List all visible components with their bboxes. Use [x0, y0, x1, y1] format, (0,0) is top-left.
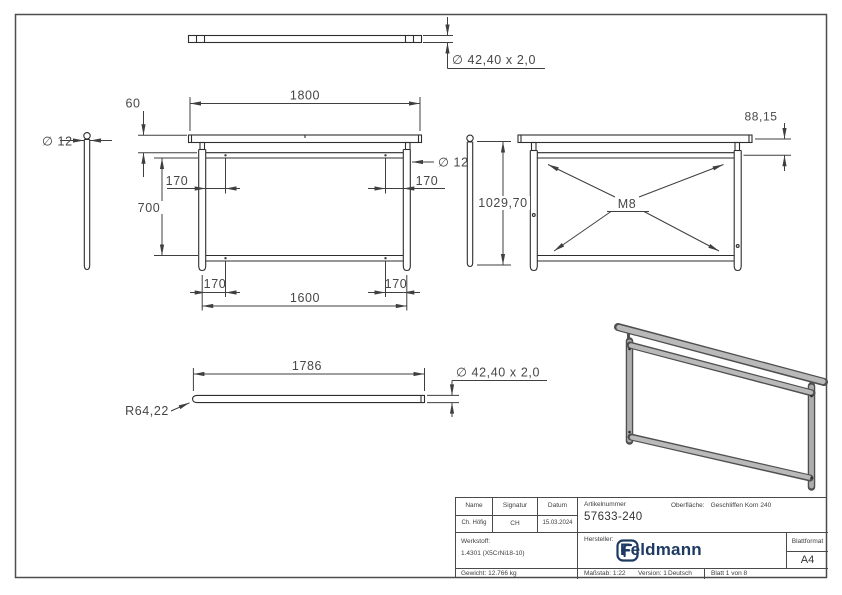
manufacturer-label: Hersteller: [584, 536, 614, 543]
handrail-bottom-view: 1786 ∅ 42,40 x 2,0 R64,22 [125, 359, 547, 418]
version-label: Version: 1 [638, 569, 667, 577]
article-cell: Artikelnummer 57633-240 Oberfläche: Gesc… [578, 498, 828, 533]
single-post-view: ∅ 12 [42, 132, 112, 271]
title-col-name: Name [456, 498, 493, 516]
scale-label: Maßstab: 1:22 [584, 569, 626, 577]
dim-inset-top-left: 170 [166, 174, 189, 188]
title-author-signature: CH [493, 516, 538, 533]
top-view: ∅ 42,40 x 2,0 [187, 17, 545, 69]
surface-value: Geschliffen Korn 240 [710, 502, 772, 509]
title-col-signature: Signatur [493, 498, 538, 516]
dim-front-offset: 60 [125, 97, 140, 111]
dim-front-post-diameter: ∅ 12 [438, 156, 469, 170]
dim-front-width: 1800 [290, 89, 320, 103]
article-label: Artikelnummer [584, 501, 626, 508]
format-cell: Blattformat A4 [786, 533, 828, 569]
front-view: 1800 60 ∅ 12 170 170 700 170 [125, 89, 468, 311]
dim-top-tube-diameter: ∅ 42,40 x 2,0 [452, 53, 536, 67]
dim-bottom-tube-diameter: ∅ 42,40 x 2,0 [456, 366, 540, 380]
dim-bend-radius: R64,22 [125, 404, 169, 418]
feldmann-logo: Feldmann [616, 539, 702, 562]
manufacturer-cell: Hersteller: Feldmann [578, 533, 786, 569]
dim-front-height: 700 [138, 201, 161, 215]
format-value: A4 [787, 551, 828, 569]
info-row: Maßstab: 1:22 Version: 1 Deutsch Blatt 1… [578, 569, 828, 579]
dim-post-diameter: ∅ 12 [42, 135, 73, 149]
material-value: 1.4301 (X5CrNi18-10) [461, 550, 525, 558]
title-author-name: Ch. Höfig [456, 516, 493, 533]
dim-bottom-length: 1786 [292, 359, 322, 373]
brand-wordmark: Feldmann [620, 540, 702, 559]
title-date: 15.03.2024 [538, 516, 578, 533]
sheet-label: Blatt 1 von 8 [711, 569, 748, 577]
title-block: Name Signatur Datum Ch. Höfig CH 15.03.2… [455, 497, 828, 579]
title-col-date: Datum [538, 498, 578, 516]
weight-cell: Gewicht: 12.766 kg [456, 569, 578, 579]
material-cell: Werkstoff: 1.4301 (X5CrNi18-10) [456, 533, 578, 569]
dim-inset-bottom-left: 170 [204, 277, 227, 291]
surface-cell: Oberfläche: Geschliffen Korn 240 [671, 502, 771, 510]
dim-thread-size: M8 [618, 197, 637, 211]
feldmann-logo-icon [616, 539, 639, 562]
material-label: Werkstoff: [461, 538, 491, 545]
language-label: Deutsch [668, 569, 692, 577]
format-label: Blattformat [791, 537, 824, 545]
dim-side-offset: 88,15 [744, 110, 777, 124]
dim-inner-width: 1600 [290, 291, 320, 305]
dim-inset-bottom-right: 170 [385, 277, 408, 291]
surface-label: Oberfläche: [671, 502, 705, 509]
side-view: M8 88,15 1029,70 [466, 110, 791, 272]
article-number: 57633-240 [584, 511, 643, 523]
isometric-view [614, 323, 828, 491]
dim-side-height: 1029,70 [478, 196, 527, 210]
dim-inset-top-right: 170 [416, 174, 439, 188]
sheet-border [14, 13, 828, 579]
